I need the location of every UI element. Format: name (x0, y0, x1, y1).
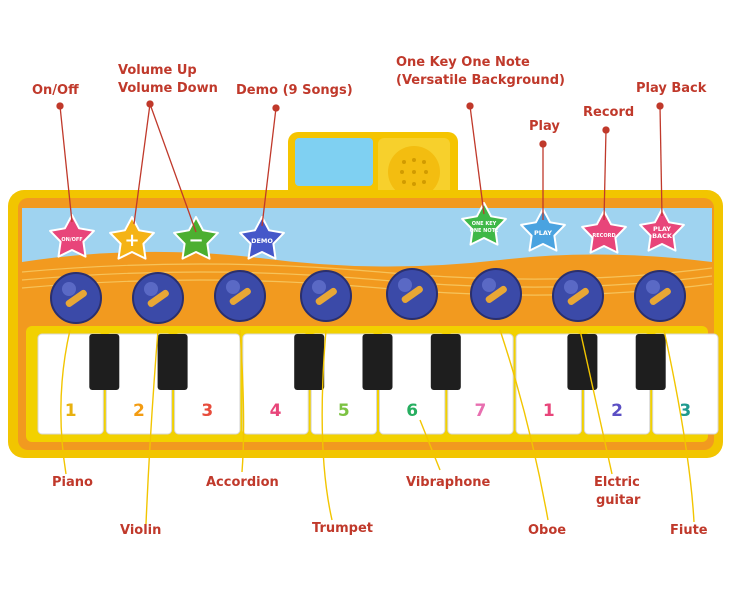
callout-lines (56, 100, 664, 233)
record-star-button[interactable]: RECORD (581, 210, 627, 254)
flute-icon[interactable] (634, 270, 686, 322)
electric-guitar-icon[interactable] (552, 270, 604, 322)
key-number: 5 (338, 401, 350, 421)
key-numbers: 1 2 3 4 5 6 7 1 2 3 (65, 401, 692, 421)
record-label: Record (583, 105, 635, 120)
key-number: 3 (679, 401, 691, 421)
key-number: 1 (543, 401, 555, 421)
play-back-star-text: BACK (652, 232, 673, 240)
accordion-icon[interactable] (214, 270, 266, 322)
record-star-text: RECORD (592, 233, 615, 239)
on-off-star-button[interactable]: ON/OFF (49, 214, 95, 258)
key-number: 3 (201, 401, 213, 421)
electric-guitar-label-line1: Elctric (594, 475, 640, 490)
play-star-text: PLAY (534, 229, 552, 237)
volume-down-star-button[interactable]: − (173, 216, 219, 260)
piano-icon[interactable] (50, 272, 102, 324)
oboe-label: Oboe (528, 523, 567, 538)
vibraphone-icon[interactable] (386, 268, 438, 320)
key-number: 6 (406, 401, 418, 421)
violin-icon[interactable] (132, 272, 184, 324)
one-key-label-line1: One Key One Note (396, 55, 530, 70)
key-number: 2 (611, 401, 623, 421)
black-key[interactable] (89, 334, 120, 390)
piano-label: Piano (52, 475, 93, 490)
black-key[interactable] (635, 334, 666, 390)
black-key[interactable] (430, 334, 461, 390)
flute-label: Fiute (670, 523, 708, 538)
one-key-star-text: ONE KEY (472, 221, 497, 227)
play-star-button[interactable]: PLAY (520, 208, 566, 252)
volume-down-star-text: − (188, 230, 203, 251)
demo-star-text: DEMO (251, 237, 273, 245)
play-label: Play (529, 119, 560, 134)
volume-up-star-text: + (124, 230, 139, 251)
oboe-icon[interactable] (470, 268, 522, 320)
black-keys (89, 334, 666, 390)
vibraphone-label: Vibraphone (406, 475, 491, 490)
volume-up-star-button[interactable]: + (109, 216, 155, 260)
on-off-label: On/Off (32, 83, 79, 98)
demo-star-button[interactable]: DEMO (239, 216, 285, 260)
violin-label: Violin (120, 523, 162, 538)
play-back-star-text: PLAY (653, 225, 671, 233)
black-key[interactable] (157, 334, 188, 390)
instrument-buttons (50, 268, 686, 324)
key-number: 1 (65, 401, 77, 421)
on-off-star-text: ON/OFF (61, 237, 82, 243)
black-key[interactable] (294, 334, 325, 390)
trumpet-label: Trumpet (312, 521, 373, 536)
accordion-label: Accordion (206, 475, 279, 490)
black-key[interactable] (362, 334, 393, 390)
one-key-label-line2: (Versatile Background) (396, 73, 565, 88)
key-number: 4 (270, 401, 282, 421)
electric-guitar-label-line2: guitar (596, 493, 641, 508)
volume-up-label: Volume Up (118, 63, 197, 78)
instrument-lines (60, 329, 695, 525)
trumpet-icon[interactable] (300, 270, 352, 322)
one-key-star-text: ONE NOTE (470, 228, 499, 234)
volume-down-label: Volume Down (118, 81, 218, 96)
key-number: 7 (475, 401, 487, 421)
key-number: 2 (133, 401, 145, 421)
play-back-label: Play Back (636, 81, 707, 96)
demo-label: Demo (9 Songs) (236, 83, 353, 98)
